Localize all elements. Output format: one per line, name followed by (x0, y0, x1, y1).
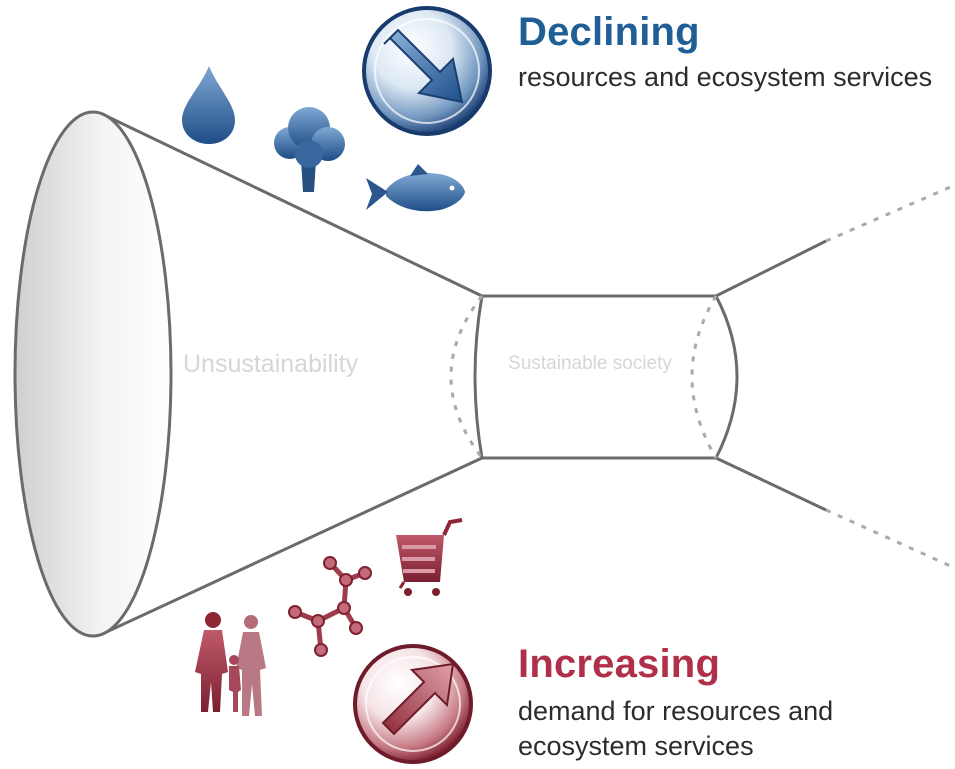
resource-icons (182, 66, 465, 212)
unsustainability-label: Unsustainability (183, 350, 359, 378)
sustainable-society-label: Sustainable society (508, 353, 672, 374)
increasing-description: demand for resources and ecosystem servi… (518, 696, 834, 761)
declining-heading: Declining (518, 10, 700, 54)
demand-icons (195, 518, 463, 716)
future-top-solid (715, 239, 827, 298)
funnel-top-edge (99, 111, 483, 298)
future-top-dashed (825, 183, 955, 243)
fish-icon (366, 164, 465, 212)
up-right-arrow-icon (381, 662, 455, 736)
water-drop-icon (182, 66, 235, 144)
tree-icon (274, 107, 345, 192)
future-bottom-dashed (825, 508, 955, 570)
down-right-arrow-icon (383, 28, 464, 104)
funnel-bottom-edge (99, 456, 483, 637)
funnel-hidden-contours (449, 183, 955, 570)
funnel-neck-front (473, 295, 484, 459)
family-icon (195, 612, 266, 716)
increasing-badge (353, 644, 473, 764)
funnel-cone (100, 113, 482, 635)
future-bottom-solid (715, 456, 827, 512)
funnel-shape (13, 110, 827, 638)
declining-badge (362, 6, 492, 136)
increasing-heading: Increasing (518, 642, 721, 686)
molecule-icon (288, 556, 372, 657)
tube-outlet (714, 295, 739, 459)
outlet-dashed-back (690, 295, 718, 459)
declining-description: resources and ecosystem services (518, 62, 933, 92)
funnel-mouth (13, 110, 173, 638)
shopping-cart-icon (396, 518, 463, 596)
